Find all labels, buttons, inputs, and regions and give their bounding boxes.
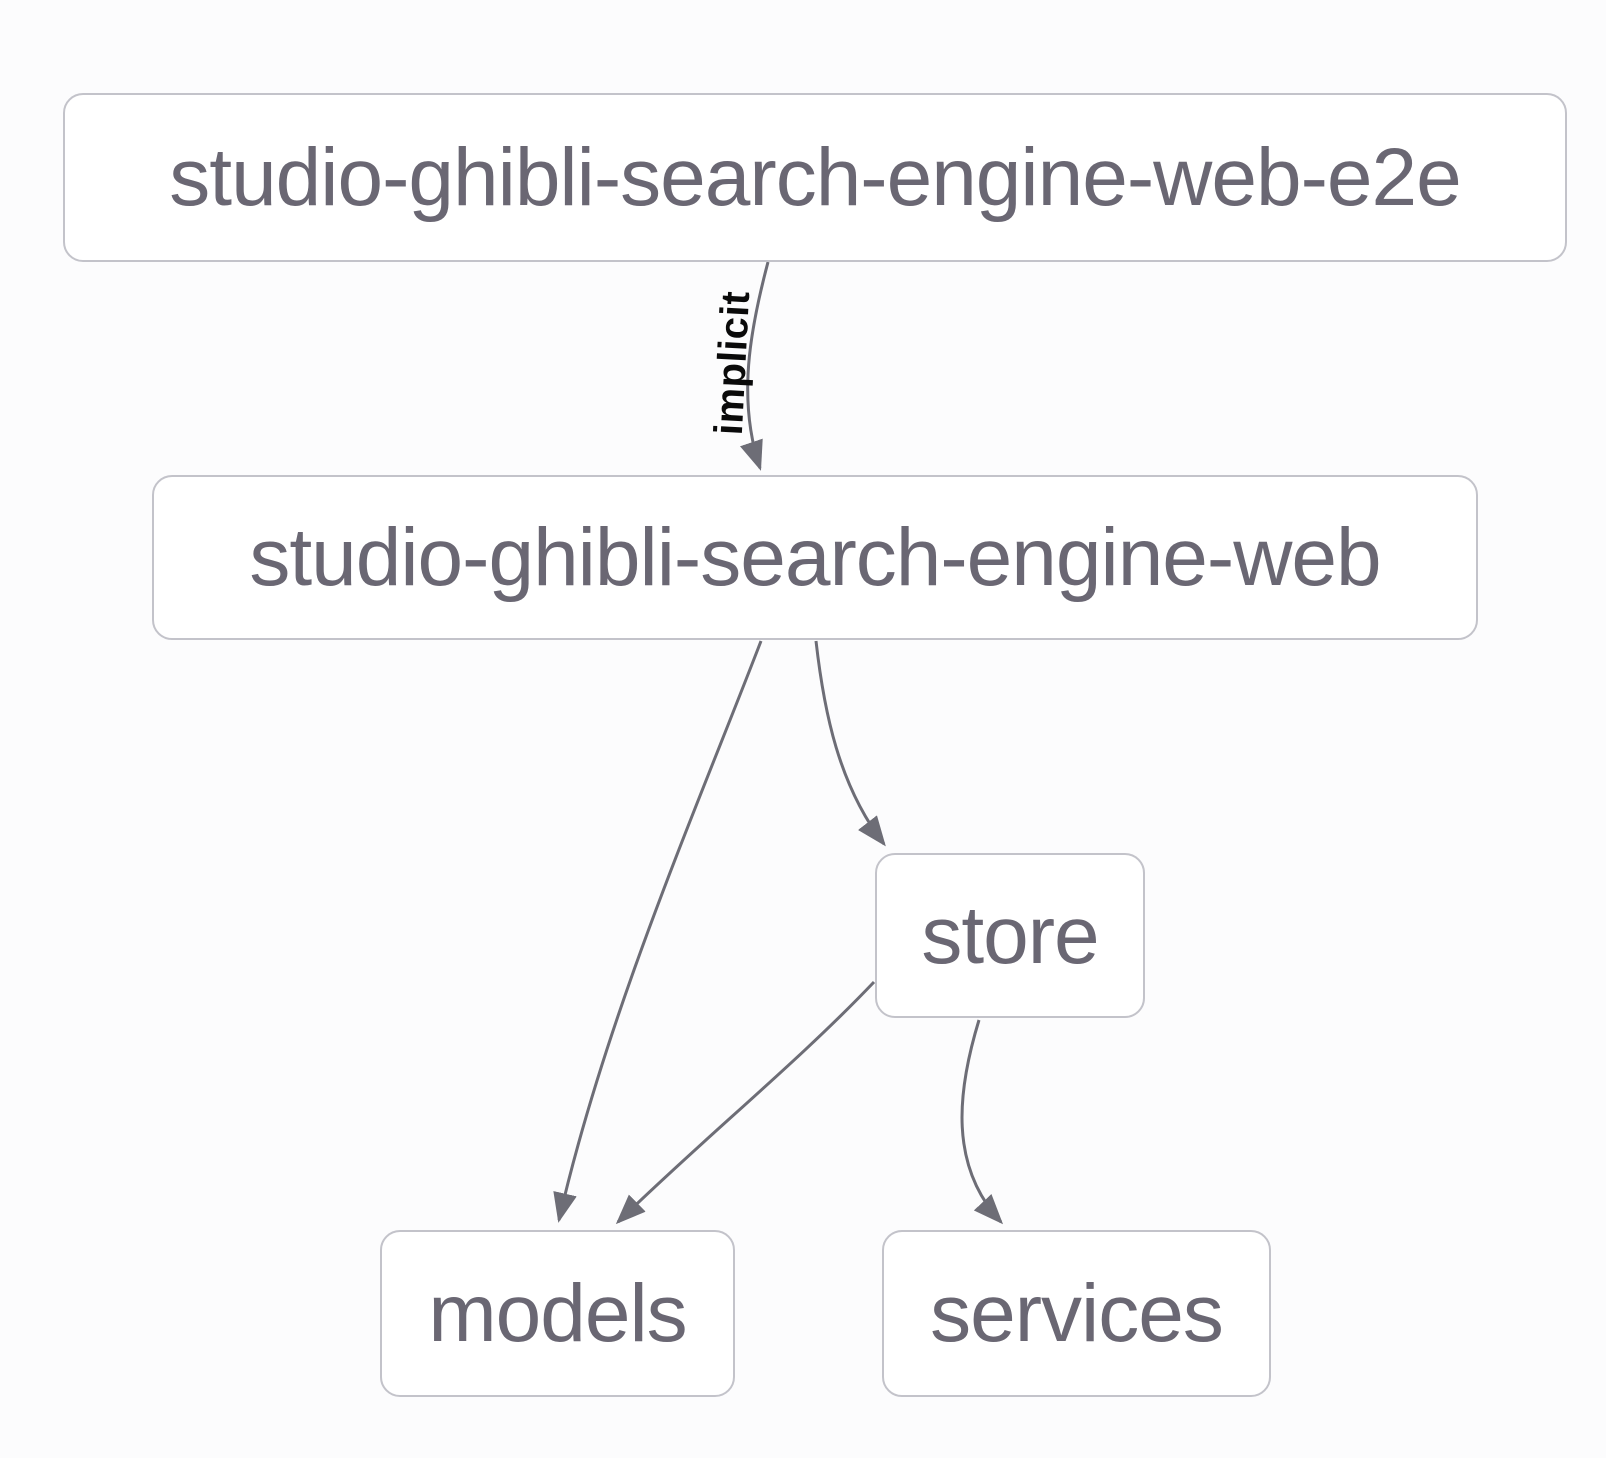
node-label: models — [428, 1267, 687, 1359]
edge-e2e-to-web — [739, 261, 770, 471]
edge-web-to-models — [553, 640, 763, 1223]
node-studio-ghibli-search-engine-web[interactable]: studio-ghibli-search-engine-web — [152, 475, 1478, 640]
node-label: services — [930, 1267, 1224, 1359]
edge-label-implicit: implicit — [706, 289, 759, 437]
node-services[interactable]: services — [882, 1230, 1271, 1397]
edge-web-to-store — [814, 640, 886, 847]
node-models[interactable]: models — [380, 1230, 735, 1397]
node-label: studio-ghibli-search-engine-web-e2e — [169, 131, 1461, 223]
edge-store-to-services — [960, 1019, 1004, 1225]
node-store[interactable]: store — [875, 853, 1145, 1018]
node-label: store — [921, 889, 1099, 981]
node-label: studio-ghibli-search-engine-web — [249, 511, 1381, 603]
node-studio-ghibli-search-engine-web-e2e[interactable]: studio-ghibli-search-engine-web-e2e — [63, 93, 1567, 262]
edge-store-to-models — [615, 980, 876, 1225]
